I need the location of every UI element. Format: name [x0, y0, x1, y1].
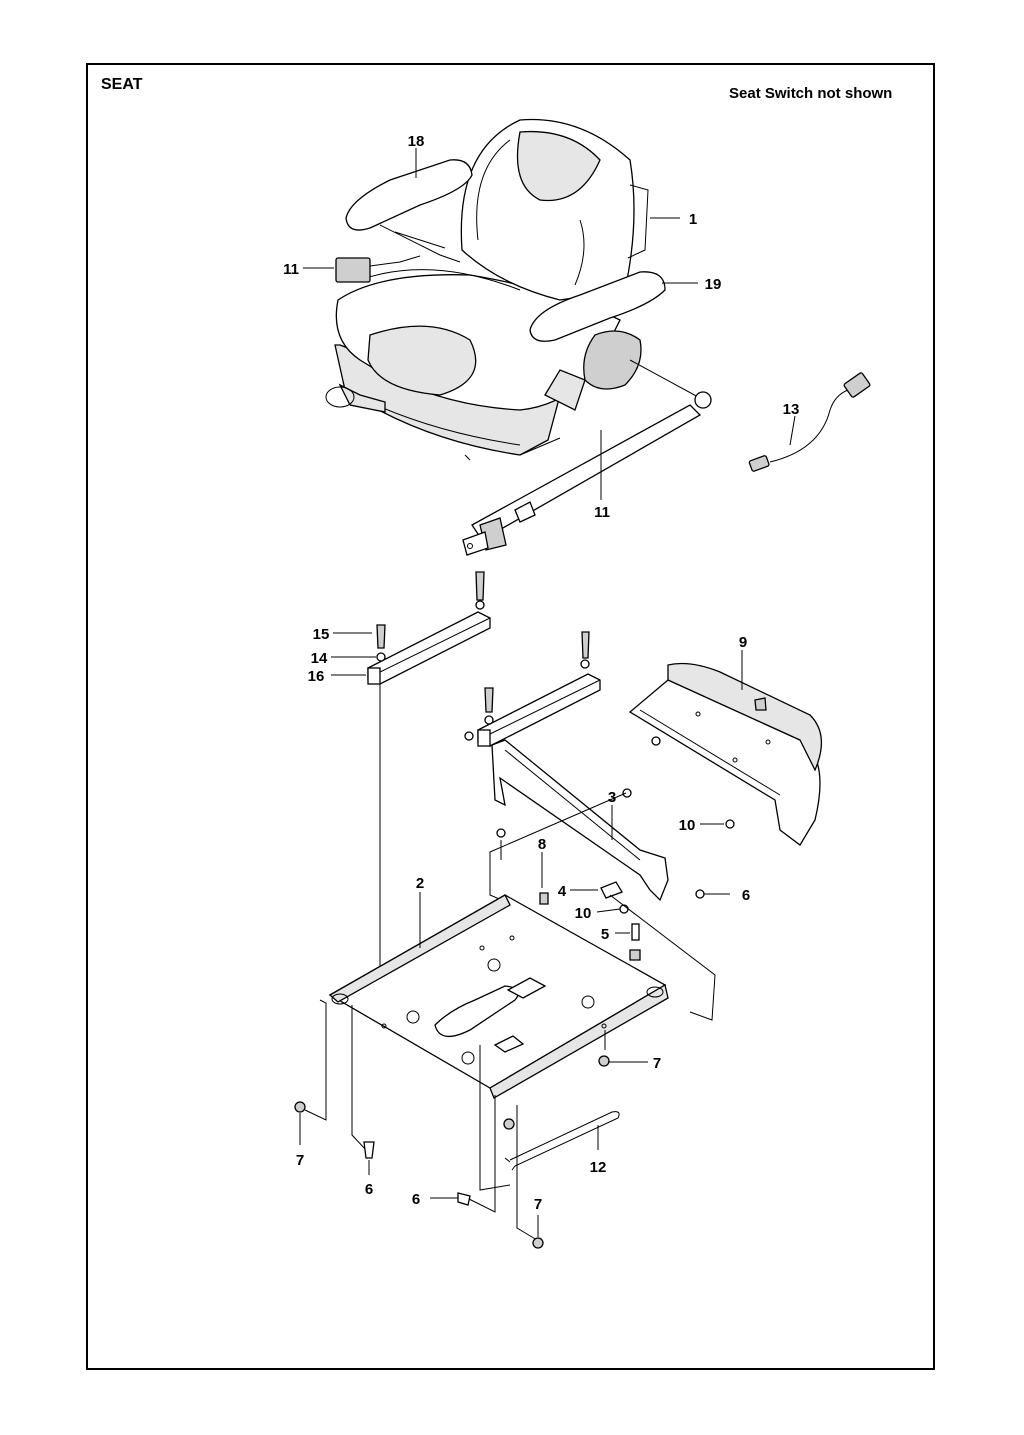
- callout-7-plate: 7: [653, 1055, 661, 1072]
- callout-19: 19: [705, 276, 722, 293]
- tip-rod: [504, 1111, 620, 1171]
- callout-18: 18: [408, 133, 425, 150]
- callout-6-bracket: 6: [742, 887, 750, 904]
- page-title: SEAT: [101, 76, 143, 93]
- callout-1: 1: [689, 211, 697, 228]
- callout-7-bottom: 7: [534, 1196, 542, 1213]
- callout-4: 4: [558, 883, 567, 900]
- callout-11-buckle: 11: [283, 261, 299, 278]
- wire-harness: [748, 372, 871, 472]
- seat-switch-note: Seat Switch not shown: [729, 85, 893, 102]
- hardware-small: [539, 881, 641, 961]
- fasteners: [294, 1055, 610, 1249]
- callout-5: 5: [601, 926, 609, 943]
- seat-pan: [628, 662, 822, 846]
- callout-6-left: 6: [365, 1181, 373, 1198]
- drawing-frame: [86, 63, 935, 1370]
- callout-15: 15: [313, 626, 330, 643]
- callout-9: 9: [739, 634, 747, 651]
- seat-assembly: [325, 118, 666, 461]
- callouts: 18 1 11 19 13 11 15 14 16 9 3 10 8 2 4 6…: [283, 133, 799, 1213]
- mount-bar-left: [367, 571, 491, 1000]
- mount-bar-right: [477, 631, 601, 747]
- callout-14: 14: [311, 650, 328, 667]
- callout-6-bottom: 6: [412, 1191, 420, 1208]
- callout-13: 13: [783, 401, 800, 418]
- seat-bracket: [464, 731, 735, 911]
- leader-lines: [299, 148, 796, 1237]
- callout-10-pan: 10: [679, 817, 696, 834]
- callout-2: 2: [416, 875, 424, 892]
- seat-belt: [462, 359, 712, 556]
- callout-7-left: 7: [296, 1152, 304, 1169]
- callout-8: 8: [538, 836, 546, 853]
- callout-16: 16: [308, 668, 325, 685]
- callout-3: 3: [608, 789, 616, 806]
- callout-11-belt: 11: [594, 504, 610, 521]
- seat-plate: [304, 894, 716, 1241]
- callout-10-bracket: 10: [575, 905, 592, 922]
- callout-12: 12: [590, 1159, 607, 1176]
